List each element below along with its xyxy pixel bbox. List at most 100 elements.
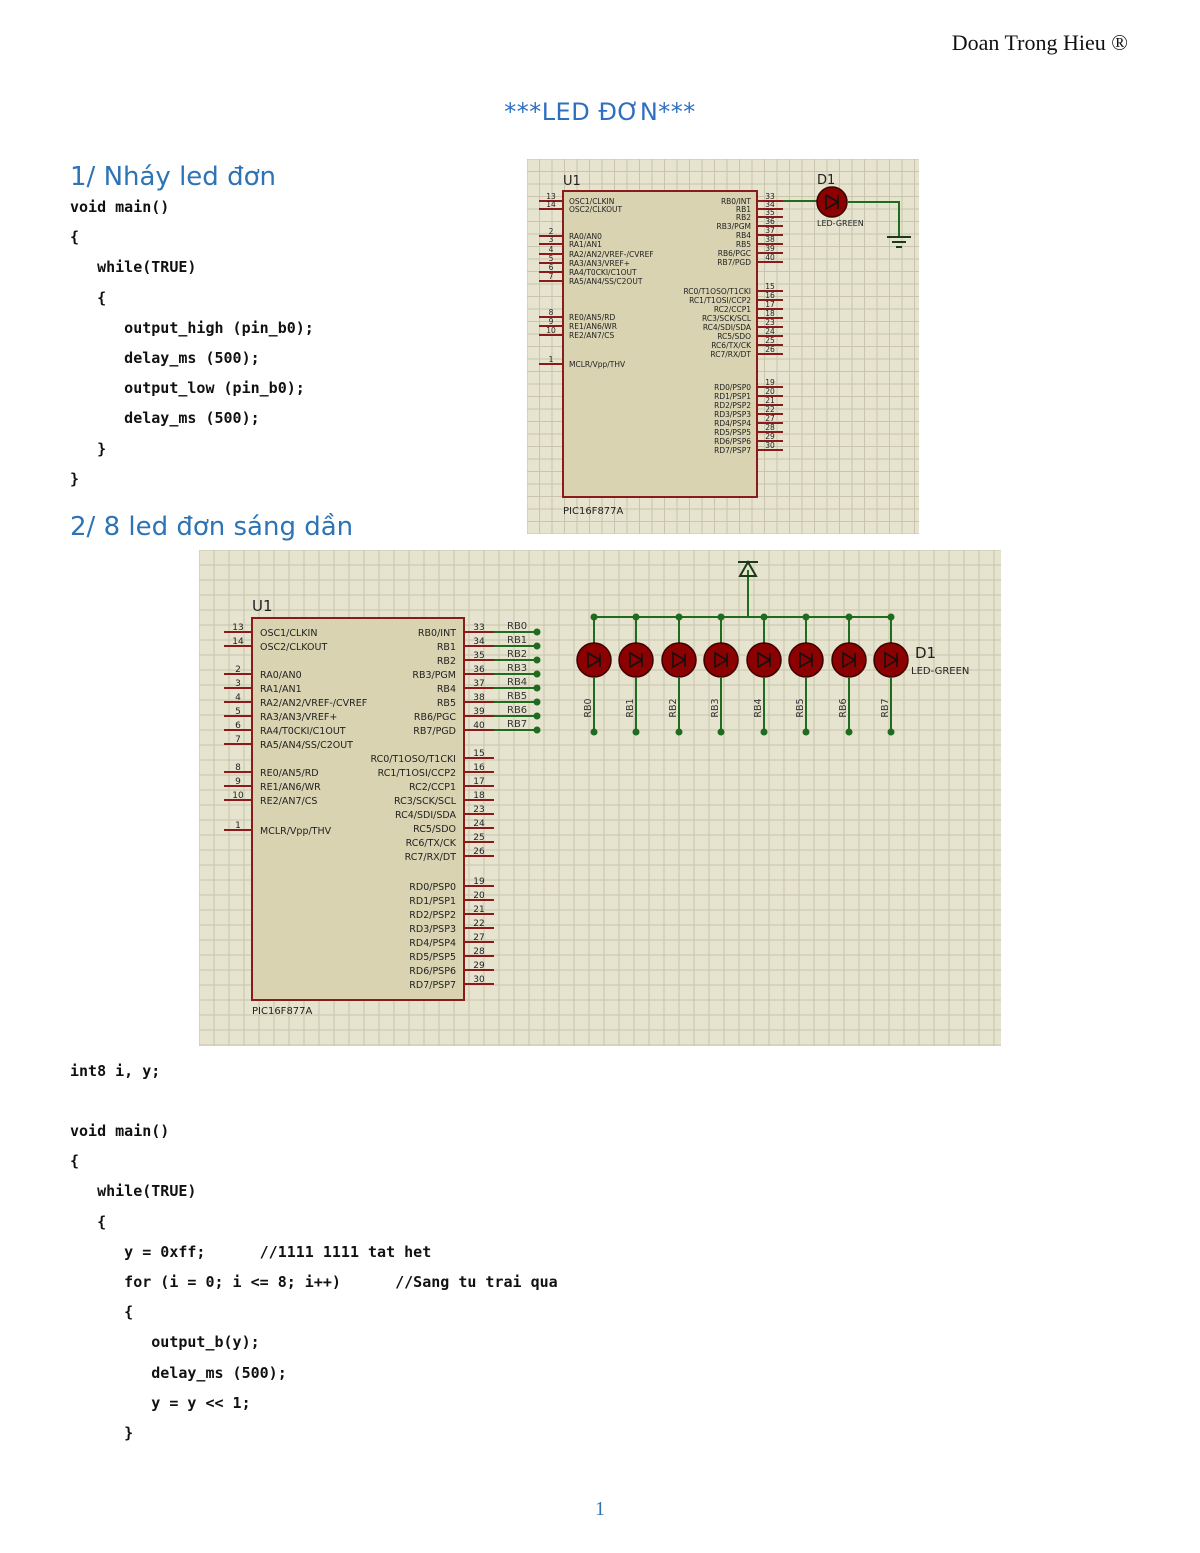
pin-name: RC7/RX/DT bbox=[405, 852, 457, 863]
net-junction bbox=[533, 628, 541, 636]
pin-name: RD1/PSP1 bbox=[409, 896, 456, 907]
pin-name: RC1/T1OSI/CCP2 bbox=[378, 768, 456, 779]
pin-name: RA0/AN0 bbox=[569, 232, 602, 241]
pin-number: 38 bbox=[765, 235, 775, 244]
document-title: ***LED ĐƠN*** bbox=[504, 98, 696, 126]
code-line: } bbox=[70, 1423, 134, 1442]
pin-name: RA2/AN2/VREF-/CVREF bbox=[569, 250, 654, 259]
pin-name: RB4 bbox=[736, 231, 751, 240]
code-line: { bbox=[70, 1212, 107, 1231]
pin-number: 24 bbox=[473, 819, 485, 829]
chip-part-label: PIC16F877A bbox=[563, 506, 624, 517]
pin-name: RE1/AN6/WR bbox=[569, 322, 617, 331]
pin-name: RA4/T0CKI/C1OUT bbox=[569, 268, 637, 277]
code-line: { bbox=[70, 228, 80, 247]
pin-name: RA5/AN4/SS/C2OUT bbox=[260, 740, 353, 751]
net-label: RB3 bbox=[507, 663, 527, 674]
net-junction bbox=[533, 726, 541, 734]
pin-number: 1 bbox=[549, 355, 554, 364]
chip-body bbox=[251, 617, 465, 1001]
led-reference: D1 bbox=[915, 644, 936, 662]
section-1-heading: 1/ Nháy led đơn bbox=[70, 162, 276, 192]
pin-number: 30 bbox=[765, 441, 775, 450]
pin-number: 3 bbox=[549, 235, 554, 244]
pin-name: RD7/PSP7 bbox=[714, 446, 751, 455]
wire bbox=[847, 201, 900, 237]
pin-name: RD4/PSP4 bbox=[409, 938, 456, 949]
pin-number: 9 bbox=[235, 777, 241, 787]
pin-name: RB2 bbox=[437, 656, 456, 667]
net-label: RB4 bbox=[753, 698, 764, 717]
code-line: { bbox=[70, 1303, 134, 1322]
section-2-heading: 2/ 8 led đơn sáng dần bbox=[70, 512, 354, 542]
pin-name: RA1/AN1 bbox=[569, 240, 602, 249]
pin-name: RD4/PSP4 bbox=[714, 419, 751, 428]
pin-name: RA2/AN2/VREF-/CVREF bbox=[260, 698, 367, 709]
pin-number: 26 bbox=[765, 345, 775, 354]
code-line: { bbox=[70, 1152, 80, 1171]
pin-number: 17 bbox=[765, 300, 775, 309]
pin-name: RD3/PSP3 bbox=[409, 924, 456, 935]
pin-name: MCLR/Vpp/THV bbox=[260, 826, 332, 837]
section-1-code: void main(){ while(TRUE) { output_high (… bbox=[70, 192, 314, 494]
pin-name: RC6/TX/CK bbox=[711, 341, 752, 350]
pin-name: OSC1/CLKIN bbox=[569, 197, 614, 206]
code-line: void main() bbox=[70, 1122, 170, 1140]
code-line: y = 0xff; //1111 1111 tat het bbox=[70, 1242, 432, 1261]
pin-name: RC2/CCP1 bbox=[409, 782, 456, 793]
led-icon bbox=[831, 642, 867, 678]
author-header: Doan Trong Hieu ® bbox=[951, 30, 1128, 55]
pin-name: RE0/AN5/RD bbox=[260, 768, 319, 779]
pin-name: RB3/PGM bbox=[717, 222, 751, 231]
net-junction bbox=[533, 712, 541, 720]
pin-number: 23 bbox=[765, 318, 775, 327]
code-line: for (i = 0; i <= 8; i++) //Sang tu trai … bbox=[70, 1272, 558, 1291]
pin-number: 8 bbox=[549, 308, 554, 317]
pin-number: 7 bbox=[235, 735, 241, 745]
pin-name: RC3/SCK/SCL bbox=[394, 796, 457, 807]
led-icon bbox=[576, 642, 612, 678]
pin-name: RC2/CCP1 bbox=[714, 305, 751, 314]
net-junction bbox=[533, 642, 541, 650]
net-label: RB6 bbox=[838, 698, 849, 717]
pin-number: 34 bbox=[473, 637, 485, 647]
pin-number: 19 bbox=[765, 378, 775, 387]
pin-name: RC4/SDI/SDA bbox=[703, 323, 752, 332]
pin-number: 25 bbox=[473, 833, 484, 843]
pin-number: 24 bbox=[765, 327, 775, 336]
pin-number: 5 bbox=[235, 707, 241, 717]
pin-name: RD6/PSP6 bbox=[714, 437, 751, 446]
code-line: delay_ms (500); bbox=[70, 409, 260, 428]
net-terminal bbox=[717, 728, 725, 736]
pin-number: 37 bbox=[473, 679, 484, 689]
pin-number: 2 bbox=[235, 665, 241, 675]
pin-name: RB1 bbox=[736, 205, 751, 214]
pin-name: RE2/AN7/CS bbox=[260, 796, 317, 807]
pin-name: RD6/PSP6 bbox=[409, 966, 456, 977]
code-line: while(TRUE) bbox=[70, 1182, 197, 1201]
net-label: RB2 bbox=[668, 698, 679, 717]
pin-number: 40 bbox=[473, 721, 485, 731]
pin-name: RD2/PSP2 bbox=[409, 910, 456, 921]
led-icon bbox=[618, 642, 654, 678]
led-icon bbox=[746, 642, 782, 678]
pin-name: RD0/PSP0 bbox=[409, 882, 456, 893]
pin-name: MCLR/Vpp/THV bbox=[569, 360, 626, 369]
pin-number: 6 bbox=[549, 263, 554, 272]
pin-number: 27 bbox=[473, 933, 484, 943]
chip-reference: U1 bbox=[563, 174, 581, 189]
pin-name: RC0/T1OSO/T1CKI bbox=[683, 287, 751, 296]
pin-number: 36 bbox=[765, 217, 775, 226]
code-line: { bbox=[70, 288, 107, 307]
pin-number: 4 bbox=[549, 245, 554, 254]
net-terminal bbox=[802, 728, 810, 736]
pin-name: RD1/PSP1 bbox=[714, 392, 751, 401]
pin-name: RC4/SDI/SDA bbox=[395, 810, 457, 821]
pin-number: 21 bbox=[765, 396, 775, 405]
power-icon bbox=[738, 559, 758, 577]
code-line: int8 i, y; bbox=[70, 1062, 161, 1080]
pin-number: 28 bbox=[765, 423, 775, 432]
pin-number: 25 bbox=[765, 336, 775, 345]
pin-number: 39 bbox=[765, 244, 775, 253]
